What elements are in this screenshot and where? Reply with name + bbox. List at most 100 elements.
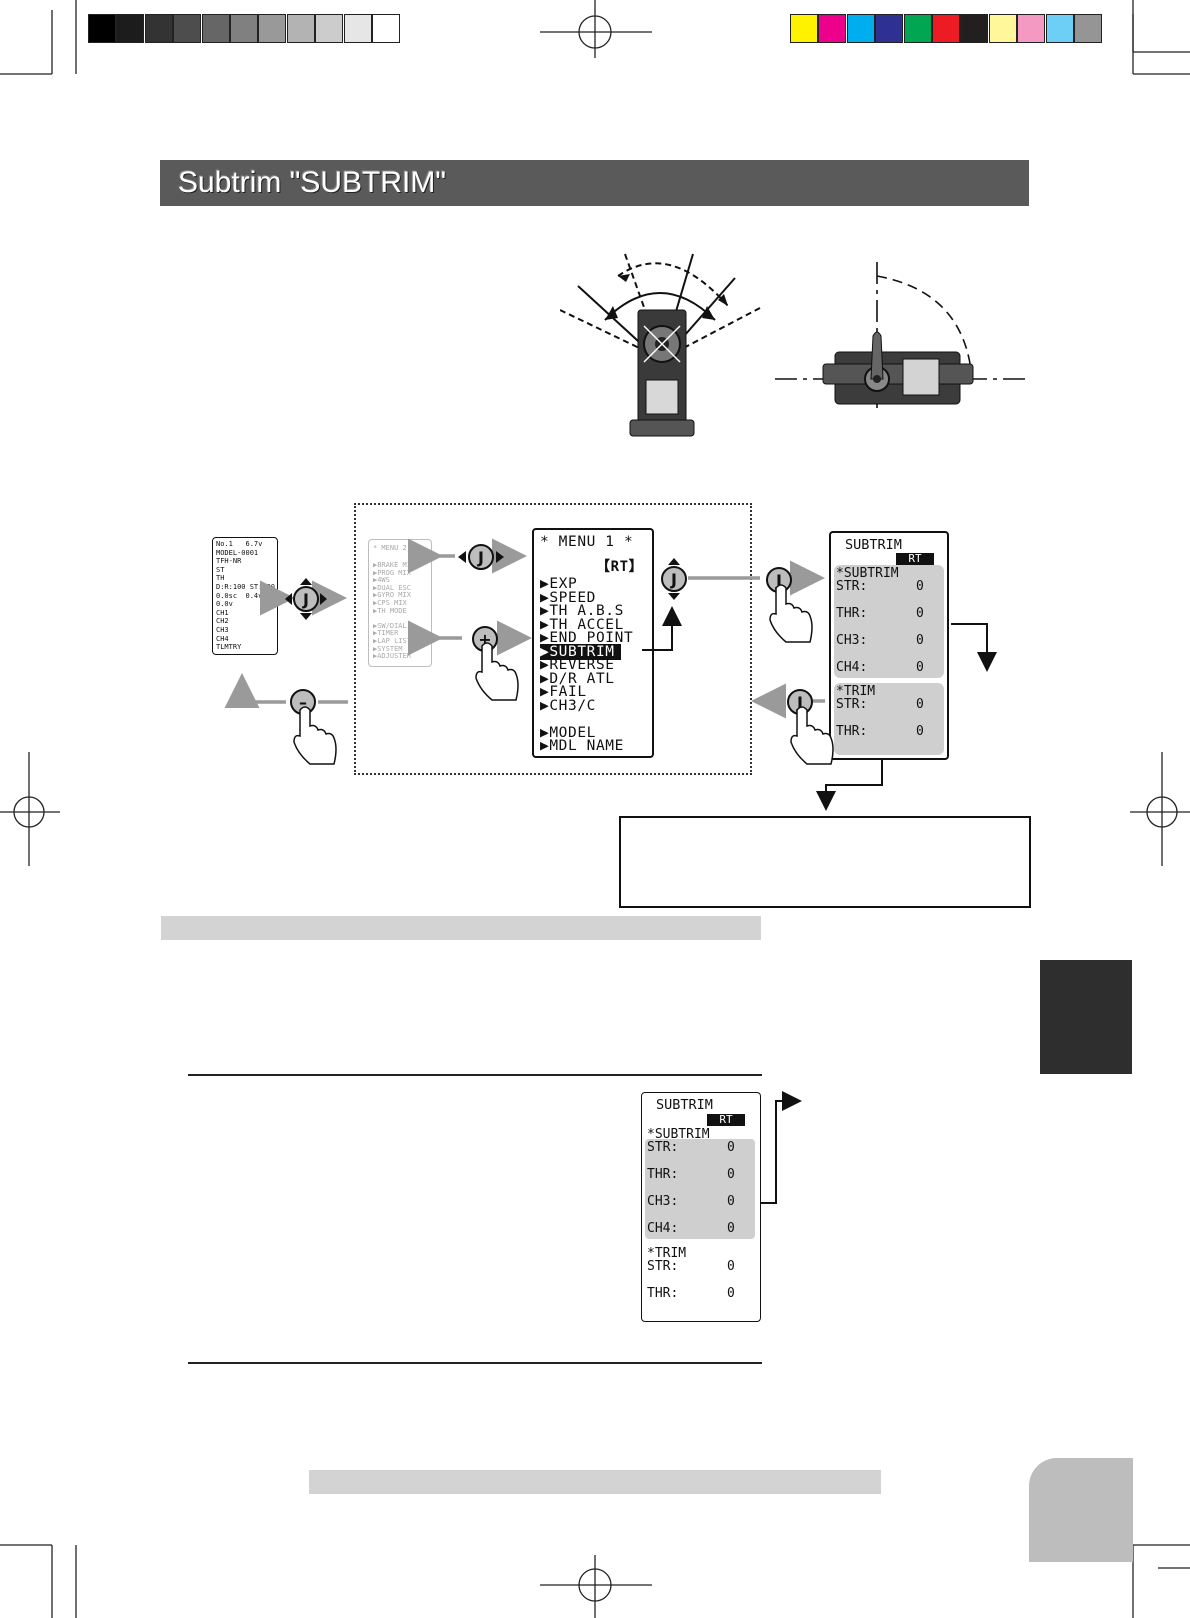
menu1-item[interactable]: ▶TH ACCEL [540,616,624,633]
menu2-item: ▶GYRO MIX [373,591,411,600]
trim-value: 0 [916,660,924,675]
color-swatch [1045,14,1074,43]
color-swatch [903,14,932,43]
trim-value: 0 [727,1194,735,1209]
menu1-title: * MENU 1 * [540,534,634,550]
trim-value-row[interactable]: THR: 0 [836,724,936,751]
channel-label: CH3: [647,1194,679,1209]
menu1-item-list: ▶EXP▶SPEED▶TH A.B.S▶TH ACCEL▶END POINT▶S… [540,576,634,754]
jog-press-button-return[interactable]: J [786,688,838,766]
color-swatch [315,14,344,43]
footer-strip [309,1470,881,1494]
finger-icon [475,642,519,701]
trim-value: 0 [916,606,924,621]
channel-label: STR: [836,579,868,594]
trim-value-row[interactable]: STR:0 [647,1140,747,1167]
channel-label: CH4: [836,660,868,675]
home-screen-line: CH4 [216,634,229,643]
trim-value-row[interactable]: CH3: 0 [647,1194,747,1221]
menu1-item[interactable]: ▶END POINT [540,630,634,646]
trim-value-row[interactable]: STR: 0 [836,697,936,724]
menu1-item[interactable]: ▶SUBTRIM [540,643,633,660]
trim-value: 0 [727,1259,735,1274]
menu1-item[interactable]: ▶EXP [540,576,578,592]
menu1-item[interactable]: ▶TH A.B.S [540,603,624,619]
finger-icon [790,706,834,765]
color-swatch [960,14,989,43]
trim-value: 0 [916,724,924,739]
jog-label: J [775,571,782,590]
plus-button[interactable]: + [470,624,522,702]
trim-value-row[interactable]: THR: 0 [647,1167,747,1194]
channel-label: THR: [836,724,868,739]
servo-horn-angle-illustration [560,253,761,437]
trim-value-row[interactable]: CH3:0 [836,633,936,660]
home-screen-line: ST [216,565,225,574]
home-screen-line: CH1 [216,608,229,617]
menu1-item[interactable]: ▶MODEL [540,724,596,741]
jog-updown-button[interactable]: J [660,558,688,600]
subtrim-header: *SUBTRIM [836,566,899,581]
home-screen-line: 0.0sc 0.4v [216,591,263,600]
color-swatch [790,14,818,43]
side-chapter-tab [1040,960,1132,1074]
color-swatch [88,14,116,43]
section-title-bar: Subtrim "SUBTRIM" [160,160,1029,206]
trim-value-row[interactable]: THR:0 [647,1286,747,1313]
color-swatch [144,14,173,43]
jog-4way-icon: J [285,578,327,620]
channel-label: CH4: [647,1221,679,1236]
menu1-item[interactable]: ▶SPEED [540,589,596,606]
menu1-item[interactable]: ▶MDL NAME [540,738,624,754]
menu1-screen-lcd: * MENU 1 * 【RT】 ▶EXP▶SPEED▶TH A.B.S▶TH A… [532,528,654,758]
jog-updown-icon: J [661,558,687,600]
minus-button[interactable]: – [289,688,341,766]
color-swatch [116,14,145,43]
menu1-item[interactable]: ▶D/R ATL [540,670,615,687]
jog-leftright-button[interactable]: J [458,542,504,572]
trim-value-row[interactable]: CH4:0 [647,1221,747,1248]
jog-press-icon: J [787,689,834,765]
trim-value-row[interactable]: CH4: 0 [836,660,936,687]
menu1-item[interactable]: ▶FAIL [540,684,587,700]
finger-icon [293,706,337,765]
channel-label: STR: [647,1259,679,1274]
menu1-item[interactable]: ▶REVERSE [540,657,615,673]
menu2-item: ▶LAP LIST [373,636,411,645]
jog-4way-button-home[interactable]: J [285,578,327,620]
subtrim-rt-badge: RT [707,1114,745,1126]
minus-label: – [299,693,307,712]
menu1-rt-badge: 【RT】 [596,559,644,575]
trim-value: 0 [916,579,924,594]
channel-label: THR: [647,1167,679,1182]
subtrim-group-highlight [834,565,944,678]
color-swatch [286,14,315,43]
trim-value-row[interactable]: THR:0 [836,606,936,633]
trim-value: 0 [727,1140,735,1155]
home-screen-line: TLMTRY [216,643,242,652]
color-swatch [988,14,1017,43]
home-screen-line: CH3 [216,625,229,634]
jog-press-button-enter[interactable]: J [765,566,817,644]
trim-header: *TRIM [647,1246,687,1261]
servo-neutral-position-illustration [775,262,1025,412]
menu1-item[interactable]: ▶CH3/C [540,697,596,714]
jog-label: J [477,548,484,567]
trim-value: 0 [916,697,924,712]
trim-value: 0 [727,1167,735,1182]
channel-label: CH3: [836,633,868,648]
trim-value-row[interactable]: STR: 0 [836,579,936,606]
trim-value-row[interactable]: STR: 0 [647,1259,747,1286]
color-swatch [932,14,960,43]
trim-value: 0 [727,1286,735,1301]
channel-label: STR: [836,697,868,712]
menu2-item: ▶TIMER [373,629,399,638]
subtrim-group-highlight [645,1139,755,1239]
finger-icon [769,584,813,643]
callout-box [619,816,1031,908]
